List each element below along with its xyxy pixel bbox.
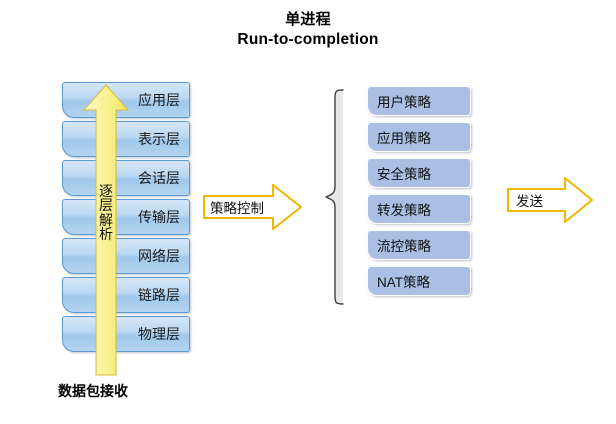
up-arrow-char: 逐 [99, 183, 113, 199]
osi-layer-physical[interactable]: 物理层 [62, 316, 190, 352]
up-arrow-char: 解 [99, 211, 113, 228]
osi-layer-network[interactable]: 网络层 [62, 238, 190, 274]
policy-item-label: 流控策略 [377, 239, 431, 254]
osi-layer-label: 传输层 [138, 209, 180, 225]
layer-by-layer-parse-arrow: 逐 层 解 析 [82, 84, 130, 376]
policy-item-label: 应用策略 [377, 131, 431, 146]
osi-layer-label: 链路层 [138, 287, 180, 303]
policy-control-arrow: 策略控制 [203, 182, 303, 232]
policy-item-label: 安全策略 [377, 167, 431, 182]
osi-layer-label: 物理层 [138, 326, 180, 342]
policy-item-label: 用户策略 [377, 95, 431, 110]
right-arrow-icon [507, 175, 594, 225]
policy-item-user[interactable]: 用户策略 [367, 86, 471, 116]
packet-receive-caption: 数据包接收 [58, 383, 128, 399]
diagram-title: 单进程 Run-to-completion [0, 10, 616, 51]
send-arrow: 发送 [507, 175, 594, 225]
up-arrow-icon [82, 84, 130, 376]
osi-layer-label: 会话层 [138, 170, 180, 186]
policy-item-application[interactable]: 应用策略 [367, 122, 471, 152]
up-arrow-char: 层 [99, 197, 113, 214]
osi-layer-label: 表示层 [138, 131, 180, 147]
policy-group-brace [324, 88, 344, 306]
title-line-english: Run-to-completion [237, 31, 379, 49]
policy-list: 用户策略 应用策略 安全策略 转发策略 流控策略 NAT策略 [367, 86, 471, 302]
policy-control-arrow-label: 策略控制 [210, 201, 264, 216]
right-arrow-icon [203, 182, 303, 232]
policy-item-label: NAT策略 [377, 275, 430, 290]
up-arrow-label-wrap: 逐 层 解 析 [82, 184, 130, 241]
policy-item-forwarding[interactable]: 转发策略 [367, 194, 471, 224]
curly-brace-icon [325, 89, 344, 305]
osi-layer-datalink[interactable]: 链路层 [62, 277, 190, 313]
osi-layer-transport[interactable]: 传输层 [62, 199, 190, 235]
osi-layer-label: 网络层 [138, 248, 180, 264]
up-arrow-char: 析 [99, 225, 113, 242]
title-line-chinese: 单进程 [285, 11, 331, 28]
osi-layer-application[interactable]: 应用层 [62, 82, 190, 118]
osi-layer-presentation[interactable]: 表示层 [62, 121, 190, 157]
osi-layer-session[interactable]: 会话层 [62, 160, 190, 196]
send-arrow-label: 发送 [516, 194, 543, 209]
policy-item-label: 转发策略 [377, 203, 431, 218]
osi-layer-label: 应用层 [138, 92, 180, 108]
up-arrow-label: 逐 层 解 析 [99, 184, 113, 241]
policy-item-nat[interactable]: NAT策略 [367, 266, 471, 296]
policy-item-security[interactable]: 安全策略 [367, 158, 471, 188]
policy-item-flow-control[interactable]: 流控策略 [367, 230, 471, 260]
osi-layer-stack: 应用层 表示层 会话层 传输层 网络层 链路层 物理层 [62, 82, 190, 355]
